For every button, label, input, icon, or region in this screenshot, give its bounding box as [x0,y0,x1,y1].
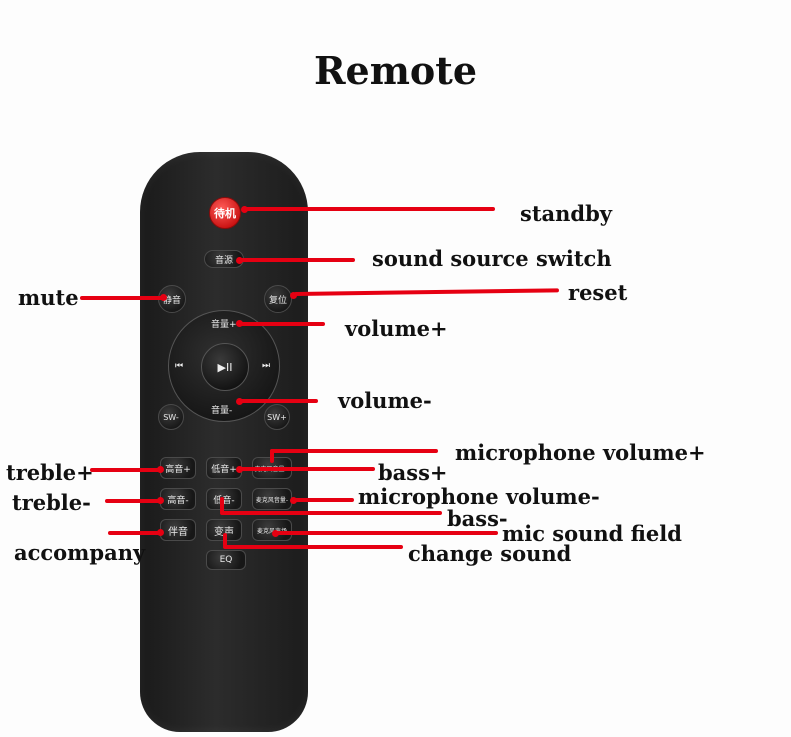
label-volume-down: volume- [338,388,432,413]
label-microphone-volume-down: microphone volume- [358,484,600,509]
volume-up-button[interactable]: 音量+ [211,320,237,330]
mic-sound-field-button[interactable]: 麦克风声场 [252,519,292,541]
treble-down-leader-line [105,499,162,503]
bass-down-leader-vertical [220,497,224,513]
bass-up-leader-line [240,467,375,471]
mute-leader-line [80,296,165,300]
reset-pointer-dot [290,292,297,299]
eq-button[interactable]: EQ [206,550,246,570]
mic-volume-up-leader-vertical [270,449,274,463]
mic-sound-field-leader-line [276,531,498,535]
remote-control: 待机 音源 静音 复位 音量+ ⏮ ⏭ 音量- ▶II SW- SW+ 高音+ … [140,152,308,732]
change-sound-button[interactable]: 变声 [206,519,242,541]
standby-pointer-dot [241,206,248,213]
label-accompany: accompany [14,540,146,565]
label-volume-up: volume+ [345,316,448,341]
bass-down-button[interactable]: 低音- [206,488,242,510]
play-pause-button[interactable]: ▶II [201,343,249,391]
label-treble-down: treble- [12,490,91,515]
mic-volume-up-leader-line [270,449,438,453]
treble-up-button[interactable]: 高音+ [160,457,196,479]
accompany-pointer-dot [157,529,164,536]
mute-pointer-dot [160,294,167,301]
page-title: Remote [313,48,478,93]
source-leader-line [240,258,355,262]
label-bass-down: bass- [447,506,508,531]
navigation-pad: 音量+ ⏮ ⏭ 音量- ▶II [168,310,280,422]
change-sound-leader-vertical [223,533,227,547]
label-mute: mute [18,285,79,310]
standby-leader-line [245,207,495,211]
reset-button[interactable]: 复位 [264,285,292,313]
label-mic-sound-field: mic sound field [502,521,682,546]
bass-up-pointer-dot [236,466,243,473]
treble-down-pointer-dot [157,497,164,504]
previous-icon[interactable]: ⏮ [175,361,184,371]
label-reset: reset [568,280,628,305]
change-sound-leader-line [223,545,403,549]
standby-button[interactable]: 待机 [209,197,241,229]
volume-down-button[interactable]: 音量- [211,406,233,416]
treble-up-leader-line [90,468,162,472]
mic-sound-field-pointer-dot [272,530,279,537]
label-treble-up: treble+ [6,460,94,485]
volume-down-leader-line [240,399,318,403]
bass-down-leader-line [220,511,442,515]
mic-volume-down-button[interactable]: 麦克风音量- [252,488,292,510]
source-pointer-dot [236,257,243,264]
label-sound-source-switch: sound source switch [372,246,612,271]
accompany-button[interactable]: 伴音 [160,519,196,541]
label-microphone-volume-up: microphone volume+ [455,440,706,465]
volume-up-leader-line [240,322,325,326]
treble-up-pointer-dot [157,466,164,473]
volume-up-pointer-dot [236,320,243,327]
sw-plus-button[interactable]: SW+ [264,404,290,430]
mic-volume-down-pointer-dot [290,497,297,504]
volume-down-pointer-dot [236,398,243,405]
treble-down-button[interactable]: 高音- [160,488,196,510]
label-bass-up: bass+ [378,460,448,485]
sw-minus-button[interactable]: SW- [158,404,184,430]
next-icon[interactable]: ⏭ [262,361,271,371]
reset-leader-line [293,288,560,296]
label-change-sound: change sound [408,541,572,566]
accompany-leader-line [108,531,162,535]
label-standby: standby [520,201,612,226]
mic-volume-down-leader-line [294,498,354,502]
